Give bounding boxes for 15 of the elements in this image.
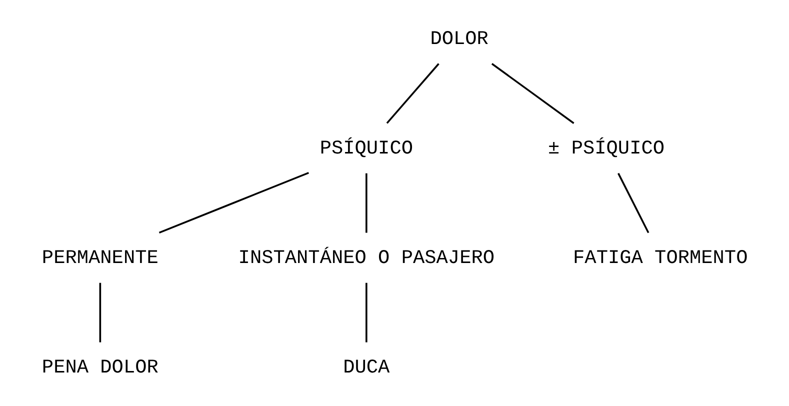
node-text: DOLOR <box>430 28 488 50</box>
node-text: PERMANENTE <box>42 246 158 269</box>
connector <box>491 63 574 124</box>
node-text: INSTANTÁNEO O PASAJERO <box>238 246 495 269</box>
node-text: ± PSÍQUICO <box>548 137 665 160</box>
node-text: PSÍQUICO <box>320 137 414 160</box>
node-text: DUCA <box>343 356 390 378</box>
node-text: PENA DOLOR <box>42 356 158 378</box>
connector <box>158 172 309 234</box>
connector <box>366 173 368 233</box>
connector <box>99 282 102 342</box>
node-text: FATIGA TORMENTO <box>573 246 748 269</box>
connector <box>386 63 440 124</box>
connector <box>366 282 368 342</box>
connector <box>618 172 650 234</box>
